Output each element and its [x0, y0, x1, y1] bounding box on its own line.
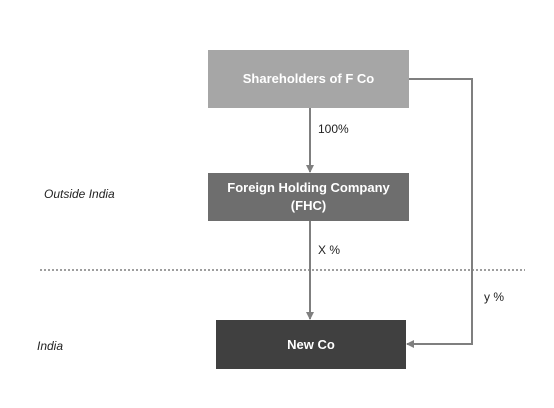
edge-label-100: 100%	[318, 122, 349, 136]
shareholders-label: Shareholders of F Co	[242, 71, 375, 86]
fhc-label-line1: Foreign Holding Company	[227, 180, 390, 195]
edge-label-y: y %	[484, 290, 505, 304]
region-label-outside-india: Outside India	[44, 187, 115, 201]
newco-label: New Co	[287, 336, 335, 352]
shareholders-box: Shareholders of F Co	[208, 50, 409, 108]
newco-box: New Co	[216, 320, 406, 369]
edge-label-x: X %	[318, 243, 341, 257]
fhc-label: Foreign Holding Company (FHC)	[227, 179, 390, 215]
fhc-label-line2: (FHC)	[290, 198, 327, 213]
fhc-box: Foreign Holding Company (FHC)	[208, 173, 409, 221]
arrow-shareholders-to-newco	[406, 78, 473, 348]
region-label-india: India	[37, 339, 64, 353]
